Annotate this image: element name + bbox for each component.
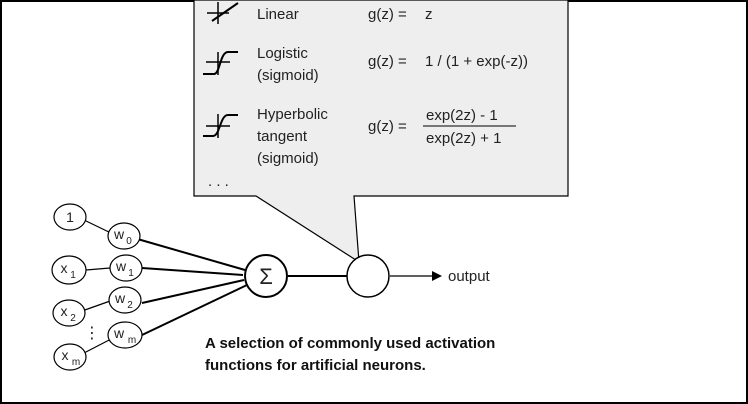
logistic-sigmoid-icon [203, 51, 238, 75]
output-arrowhead [432, 271, 442, 281]
logistic-name-line1: Logistic [257, 45, 308, 62]
linear-name: Linear [257, 6, 299, 23]
input-weight-connections [81, 219, 114, 354]
svg-text:w: w [113, 226, 125, 242]
svg-text:2: 2 [70, 313, 76, 324]
input-node-1: 1 [53, 203, 87, 231]
activation-callout [193, 0, 569, 264]
tanh-denominator: exp(2z) + 1 [426, 130, 501, 147]
weight-node-w0: w 0 [107, 222, 141, 250]
svg-text:m: m [128, 335, 136, 346]
svg-text:1: 1 [70, 270, 76, 281]
svg-text:w: w [113, 325, 125, 341]
weight-node-w2: w 2 [108, 286, 142, 314]
tanh-name-line2: tangent [257, 128, 308, 145]
svg-text:w: w [114, 290, 126, 306]
svg-text:x: x [62, 347, 69, 363]
tanh-sigmoid-icon [203, 114, 238, 138]
caption-line2: functions for artificial neurons. [205, 357, 426, 374]
weight-node-w1: w 1 [109, 254, 143, 282]
weight-node-wm: w m [107, 321, 143, 349]
linear-function-icon [207, 2, 239, 24]
input-node-x1: x 1 [51, 255, 87, 285]
tanh-name-line3: (sigmoid) [257, 150, 319, 167]
svg-text:m: m [72, 357, 80, 368]
svg-text:0: 0 [126, 236, 132, 247]
logistic-name-line2: (sigmoid) [257, 67, 319, 84]
summation-node: Σ [244, 254, 288, 298]
linear-formula: z [425, 6, 433, 23]
svg-text:w: w [115, 258, 127, 274]
weight-sum-connections [133, 237, 248, 336]
svg-text:1: 1 [128, 268, 134, 279]
svg-text:x: x [61, 260, 68, 276]
sigma-symbol: Σ [259, 264, 273, 289]
svg-text:2: 2 [127, 300, 133, 311]
output-label: output [448, 268, 491, 285]
input-node-x2: x 2 [52, 299, 86, 327]
caption-line1: A selection of commonly used activation [205, 335, 495, 352]
logistic-g-label: g(z) = [368, 53, 407, 70]
logistic-formula: 1 / (1 + exp(-z)) [425, 53, 528, 70]
svg-text:x: x [61, 303, 68, 319]
tanh-numerator: exp(2z) - 1 [426, 107, 498, 124]
input-node-xm: x m [53, 343, 87, 371]
tanh-g-label: g(z) = [368, 118, 407, 135]
more-functions-ellipsis: . . . [208, 173, 229, 190]
vertical-ellipsis: ⋮ [84, 325, 100, 342]
linear-g-label: g(z) = [368, 6, 407, 23]
svg-text:1: 1 [66, 209, 74, 225]
tanh-name-line1: Hyperbolic [257, 106, 328, 123]
activation-node [346, 254, 390, 298]
